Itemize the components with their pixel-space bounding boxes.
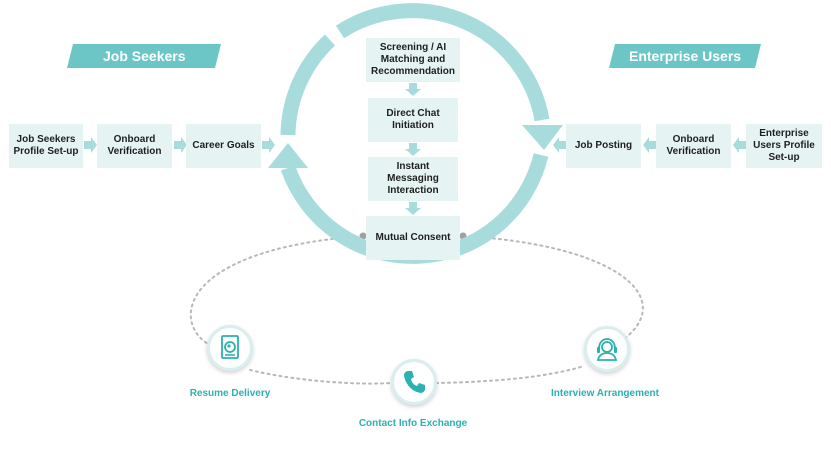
phone-icon bbox=[391, 359, 437, 405]
cycle-ring-top-left-arc bbox=[280, 34, 336, 136]
arrow-down-3 bbox=[405, 202, 421, 215]
cycle-arrow-right bbox=[522, 125, 563, 150]
enterprise-onboard-verification-label: Onboard Verification bbox=[666, 134, 721, 157]
enterprise-users-profile-setup-label: Enterprise Users Profile Set-up bbox=[753, 128, 815, 163]
job-seekers-onboard-verification-label: Onboard Verification bbox=[107, 134, 162, 157]
contact-info-exchange-label: Contact Info Exchange bbox=[358, 418, 468, 429]
job-posting-box: Job Posting bbox=[566, 124, 641, 168]
cycle-ring-right-arc bbox=[335, 3, 550, 122]
enterprise-users-banner: Enterprise Users bbox=[609, 44, 761, 68]
arrow-ent-3 bbox=[553, 137, 566, 153]
arrow-js-3 bbox=[262, 137, 275, 153]
resume-document-icon bbox=[207, 325, 253, 371]
arrow-js-2 bbox=[174, 137, 187, 153]
resume-delivery-label: Resume Delivery bbox=[189, 388, 271, 399]
arrow-ent-1 bbox=[733, 137, 746, 153]
enterprise-users-profile-setup-box: Enterprise Users Profile Set-up bbox=[746, 124, 822, 168]
job-seekers-onboard-verification-box: Onboard Verification bbox=[97, 124, 172, 168]
mutual-consent-label: Mutual Consent bbox=[375, 232, 451, 243]
instant-messaging-box: Instant Messaging Interaction bbox=[368, 157, 458, 201]
dotted-outcome-loop bbox=[189, 235, 644, 385]
direct-chat-label: Direct Chat Initiation bbox=[386, 108, 440, 131]
job-seekers-profile-setup-label: Job Seekers Profile Set-up bbox=[13, 134, 79, 157]
instant-messaging-label: Instant Messaging Interaction bbox=[387, 161, 439, 196]
cycle-arrow-left bbox=[268, 143, 308, 168]
job-seekers-banner: Job Seekers bbox=[67, 44, 221, 68]
headset-agent-icon bbox=[584, 326, 630, 372]
arrow-down-2 bbox=[405, 143, 421, 156]
arrow-ent-2 bbox=[643, 137, 656, 153]
mutual-consent-box: Mutual Consent bbox=[366, 216, 460, 260]
enterprise-onboard-verification-box: Onboard Verification bbox=[656, 124, 731, 168]
dot-left bbox=[359, 232, 367, 240]
career-goals-label: Career Goals bbox=[192, 140, 255, 151]
interview-arrangement-label: Interview Arrangement bbox=[551, 388, 659, 399]
direct-chat-box: Direct Chat Initiation bbox=[368, 98, 458, 142]
screening-box: Screening / AI Matching and Recommendati… bbox=[366, 38, 460, 82]
job-seekers-profile-setup-box: Job Seekers Profile Set-up bbox=[9, 124, 83, 168]
arrow-js-1 bbox=[84, 137, 97, 153]
enterprise-users-banner-label: Enterprise Users bbox=[628, 48, 742, 64]
arrow-down-1 bbox=[405, 83, 421, 96]
career-goals-box: Career Goals bbox=[186, 124, 261, 168]
screening-label: Screening / AI Matching and Recommendati… bbox=[371, 42, 455, 77]
job-posting-label: Job Posting bbox=[574, 140, 633, 151]
job-seekers-banner-label: Job Seekers bbox=[102, 48, 186, 64]
